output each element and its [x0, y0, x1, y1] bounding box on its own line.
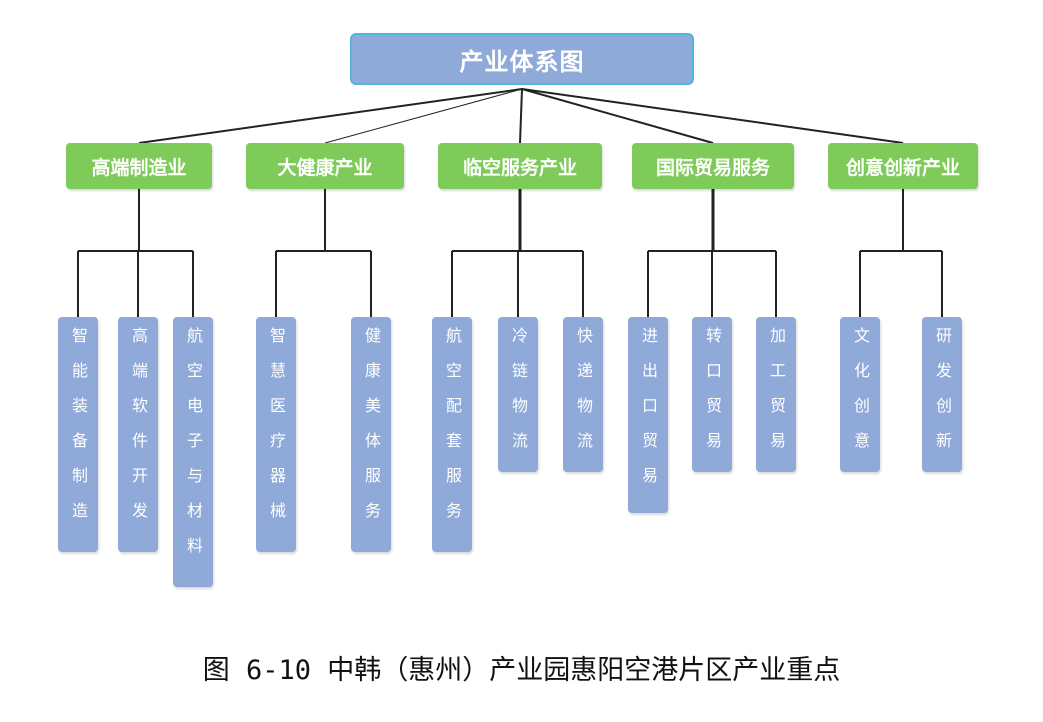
category-node: 创意创新产业	[828, 143, 978, 189]
leaf-node: 航空电子与材料	[173, 317, 213, 587]
connector-line	[521, 88, 714, 144]
connector-line	[138, 88, 523, 144]
connector-line	[324, 88, 523, 144]
leaf-node: 文化创意	[840, 317, 880, 472]
leaf-node: 进出口贸易	[628, 317, 668, 513]
leaf-node: 加工贸易	[756, 317, 796, 472]
category-node: 临空服务产业	[438, 143, 602, 189]
leaf-node: 冷链物流	[498, 317, 538, 472]
category-node: 国际贸易服务	[632, 143, 794, 189]
leaf-node: 转口贸易	[692, 317, 732, 472]
connector-line	[519, 88, 523, 144]
leaf-node: 健康美体服务	[351, 317, 391, 552]
leaf-node: 高端软件开发	[118, 317, 158, 552]
category-node: 大健康产业	[246, 143, 404, 189]
leaf-node: 快递物流	[563, 317, 603, 472]
leaf-node: 智能装备制造	[58, 317, 98, 552]
root-node: 产业体系图	[350, 33, 694, 85]
category-node: 高端制造业	[66, 143, 212, 189]
connector-line	[521, 88, 904, 144]
leaf-node: 航空配套服务	[432, 317, 472, 552]
leaf-node: 智慧医疗器械	[256, 317, 296, 552]
figure-caption: 图 6-10 中韩（惠州）产业园惠阳空港片区产业重点	[202, 655, 841, 686]
leaf-node: 研发创新	[922, 317, 962, 472]
